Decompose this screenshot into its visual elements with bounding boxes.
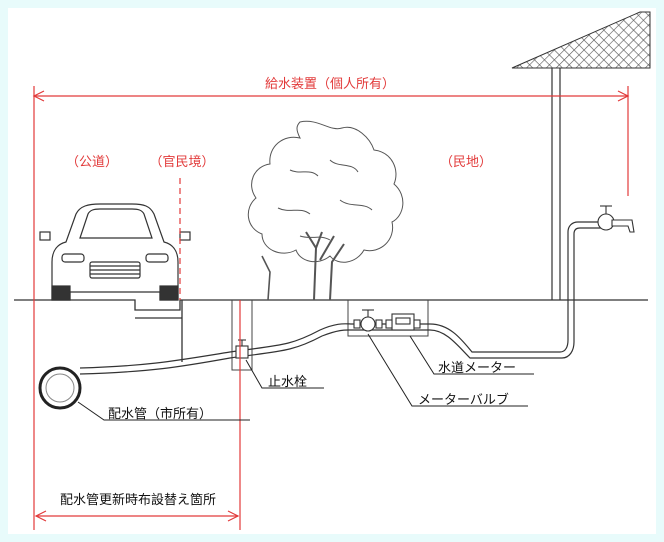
label-private-land: （民地） [440, 155, 492, 170]
label-distribution-pipe: 配水管（市所有） [108, 406, 212, 422]
label-supply-equipment: 給水装置（個人所有） [265, 77, 395, 92]
excavation-pits [231, 300, 429, 371]
dimension-lines [32, 86, 630, 530]
car-illustration [39, 203, 191, 301]
water-meter-icon [385, 313, 421, 331]
faucet-icon [597, 205, 635, 233]
label-public-road: （公道） [66, 155, 118, 170]
label-boundary: （官民境） [149, 154, 214, 170]
label-meter-valve: メーターバルブ [418, 392, 509, 408]
distribution-main-icon [38, 366, 82, 410]
tree-illustration [247, 120, 404, 301]
house-wall [551, 68, 561, 300]
house-roof [511, 11, 651, 69]
leader-lines [77, 333, 534, 421]
label-water-meter: 水道メーター [438, 361, 516, 376]
label-replacement-area: 配水管更新時布設替え箇所 [60, 492, 216, 508]
label-stop-valve: 止水栓 [268, 375, 307, 390]
meter-valve-icon [353, 309, 383, 332]
service-pipe [79, 221, 612, 375]
stop-valve-icon [235, 339, 249, 359]
ground-line [14, 299, 648, 362]
